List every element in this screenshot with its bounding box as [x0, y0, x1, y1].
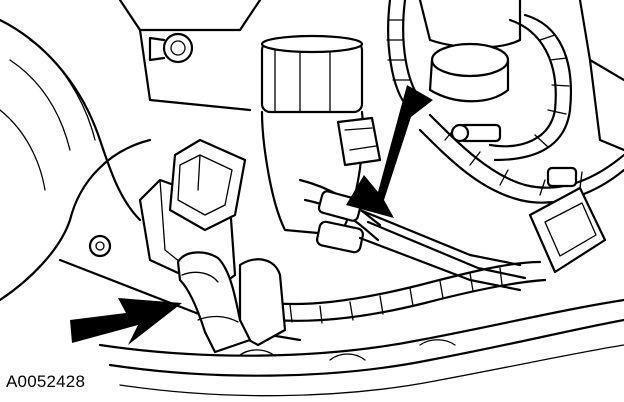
engine-block: [0, 0, 302, 342]
electrical-connector-right: [528, 166, 607, 274]
callout-arrow-upper: [346, 85, 433, 218]
lower-harness: [238, 258, 547, 347]
lower-manifold: [98, 298, 624, 397]
cylindrical-component: [260, 34, 364, 237]
bolt-bottom: [88, 234, 112, 258]
upper-right-assembly: [418, 0, 624, 152]
component-connector: [336, 116, 382, 167]
wiring-harness-right: [386, 0, 624, 204]
callout-arrow-lower: [70, 298, 182, 345]
vacuum-hoses: [298, 178, 527, 292]
electrical-connector-left: [168, 138, 247, 232]
elbow-hose: [176, 251, 252, 354]
bolt-top: [148, 32, 194, 64]
figure-id-label: A0052428: [6, 372, 86, 391]
